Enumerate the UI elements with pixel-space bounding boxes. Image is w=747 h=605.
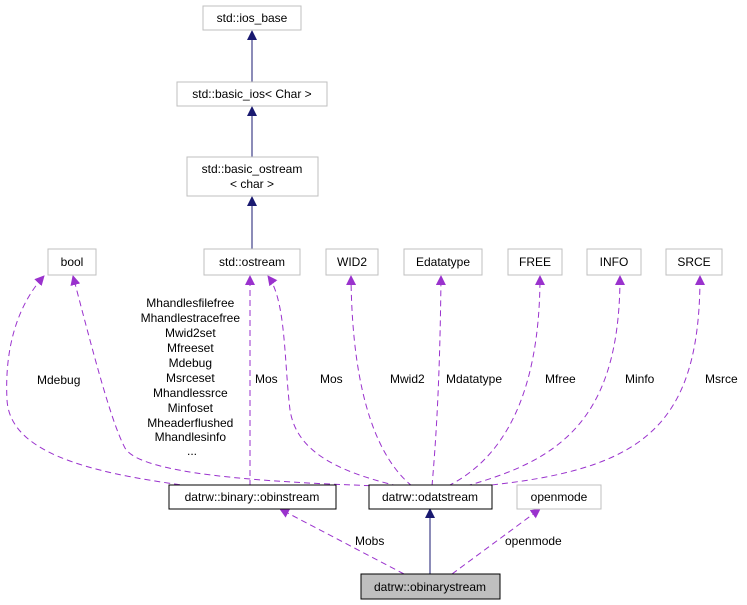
edge-odatstream-to-wid2 (346, 275, 413, 487)
member-label: Mdebug (169, 356, 212, 370)
node-std-basic-ios[interactable]: std::basic_ios< Char > (176, 81, 328, 107)
node-bool[interactable]: bool (47, 248, 97, 276)
edge-odatstream-to-ostream (267, 275, 399, 487)
edge-odatstream-to-edatatype (431, 275, 446, 487)
node-datrw-obinarystream[interactable]: datrw::obinarystream (360, 573, 501, 600)
member-label: Mhandlesfilefree (146, 296, 234, 310)
edge-label-mwid2: Mwid2 (390, 372, 425, 386)
edge-label-mdatatype: Mdatatype (446, 372, 502, 386)
edge-obinarystream-to-obinstream (279, 508, 405, 575)
node-label: INFO (600, 255, 629, 269)
node-datrw-odatstream[interactable]: datrw::odatstream (368, 484, 493, 510)
edge-label-mobs: Mobs (355, 534, 384, 548)
node-label: SRCE (677, 255, 710, 269)
node-info[interactable]: INFO (586, 248, 642, 276)
node-label: FREE (519, 255, 551, 269)
node-datrw-binary-obinstream[interactable]: datrw::binary::obinstream (168, 484, 337, 510)
node-std-ios-base[interactable]: std::ios_base (202, 5, 302, 31)
edge-odatstream-to-free (447, 275, 545, 487)
node-edatatype[interactable]: Edatatype (403, 248, 483, 276)
member-label: ... (187, 444, 197, 458)
edge-obinstream-to-bool (6, 275, 191, 487)
member-label: Mheaderflushed (147, 416, 233, 430)
inheritance-edges (247, 30, 435, 574)
node-label: datrw::binary::obinstream (185, 490, 320, 504)
node-free[interactable]: FREE (507, 248, 563, 276)
edge-label-ostream-members: Mhandlesfilefree Mhandlestracefree Mwid2… (141, 296, 244, 458)
node-label: bool (61, 255, 84, 269)
node-srce[interactable]: SRCE (665, 248, 723, 276)
node-label: datrw::obinarystream (374, 580, 486, 594)
edge-label-minfo: Minfo (625, 372, 655, 386)
node-label: WID2 (337, 255, 367, 269)
node-label-line-2: < char > (230, 177, 274, 191)
edge-labels: Mdebug Mhandlesfilefree Mhandlestracefre… (37, 296, 738, 548)
node-label: std::ios_base (217, 11, 288, 25)
member-label: Msrceset (166, 371, 215, 385)
node-std-ostream[interactable]: std::ostream (203, 248, 301, 276)
member-label: Mwid2set (165, 326, 216, 340)
edge-label-mos-left: Mos (255, 372, 278, 386)
usage-edges (6, 275, 705, 575)
member-label: Mhandlestracefree (141, 311, 241, 325)
edge-label-mos-right: Mos (320, 372, 343, 386)
node-openmode[interactable]: openmode (516, 484, 602, 510)
node-std-basic-ostream[interactable]: std::basic_ostream < char > (186, 156, 319, 197)
member-label: Mhandlessrce (153, 386, 228, 400)
edge-label-msrce: Msrce (705, 372, 738, 386)
node-label: openmode (531, 490, 588, 504)
member-label: Mfreeset (167, 341, 214, 355)
member-label: Minfoset (168, 401, 214, 415)
node-label: std::ostream (219, 255, 285, 269)
node-label: Edatatype (416, 255, 470, 269)
member-label: Mhandlesinfo (155, 430, 227, 444)
edge-obinarystream-to-openmode (451, 508, 541, 575)
node-label: std::basic_ios< Char > (192, 87, 311, 101)
node-label: datrw::odatstream (382, 490, 478, 504)
edge-label-mdebug: Mdebug (37, 373, 80, 387)
node-label-line-1: std::basic_ostream (202, 162, 303, 176)
edge-odatstream-to-srce (481, 275, 705, 487)
edge-label-openmode: openmode (505, 534, 562, 548)
node-wid2[interactable]: WID2 (325, 248, 379, 276)
edge-label-mfree: Mfree (545, 372, 576, 386)
